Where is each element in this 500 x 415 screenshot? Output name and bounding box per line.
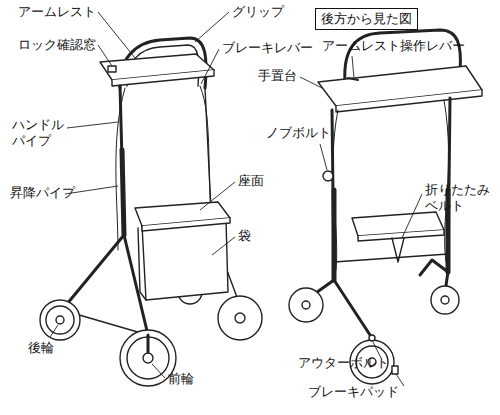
leader-line xyxy=(402,194,422,238)
seat-edge xyxy=(142,218,230,231)
part-label: 折りたたみベルト xyxy=(425,182,493,214)
leader-line xyxy=(352,56,354,78)
leader-line xyxy=(50,325,58,337)
part-label: 昇降パイプ xyxy=(10,185,75,201)
rear-wheel xyxy=(431,286,459,314)
leader-line xyxy=(152,364,165,378)
part-label: グリップ xyxy=(232,4,284,20)
part-label: アームレスト xyxy=(18,4,96,20)
bag xyxy=(142,220,228,300)
frame-pipe xyxy=(306,260,448,338)
part-label: ロック確認窓 xyxy=(18,37,96,53)
part-label: ブレーキレバー xyxy=(222,40,313,56)
seat-edge xyxy=(358,230,444,241)
wheel-rim xyxy=(46,306,74,334)
bag xyxy=(138,228,146,300)
part-label: アウターボルト xyxy=(298,355,389,371)
leader-line xyxy=(300,77,322,88)
view-caption-box: 後方から見た図 xyxy=(315,8,418,30)
part-label: 袋 xyxy=(238,228,251,244)
part-label: ハンドルパイプ xyxy=(12,117,67,149)
part-label: 座面 xyxy=(238,173,264,189)
part-label: アームレスト操作レバー xyxy=(322,38,465,54)
wheel-hub xyxy=(235,313,245,323)
part-label: 前輪 xyxy=(168,371,194,387)
rear-wheel xyxy=(289,288,323,322)
part-label: 手置台 xyxy=(258,68,297,84)
front-wheel xyxy=(120,330,176,386)
outer-bolt xyxy=(369,335,375,341)
front-wheel xyxy=(218,296,262,340)
part-label: ブレーキパッド xyxy=(308,384,399,400)
lift-pipe xyxy=(122,150,124,235)
wheel-hub xyxy=(302,301,310,309)
rear-wheel xyxy=(40,300,80,340)
wheel-hub xyxy=(143,353,153,363)
leader-line xyxy=(195,12,229,42)
armrest-edge xyxy=(112,70,214,86)
hand-rest-edge xyxy=(336,90,482,112)
leader-line xyxy=(200,182,235,210)
fork xyxy=(147,335,150,352)
handle-pipe xyxy=(120,86,124,235)
lock-window xyxy=(108,66,116,72)
leader-line xyxy=(98,45,112,66)
leader-line xyxy=(98,12,135,58)
leader-line xyxy=(320,144,327,170)
brake-pad xyxy=(392,366,398,374)
wheel-hub xyxy=(441,296,449,304)
part-label: 後輪 xyxy=(28,340,54,356)
cross-pipe xyxy=(334,254,448,262)
leader-lines xyxy=(50,12,422,386)
armrest-lever xyxy=(348,78,358,80)
knob-bolt xyxy=(323,171,333,181)
leader-line xyxy=(67,122,118,128)
leader-line xyxy=(201,49,219,84)
wheel-hub xyxy=(56,316,64,324)
part-label: ノブボルト xyxy=(266,125,331,141)
leader-line xyxy=(212,237,235,255)
view-caption: 後方から見た図 xyxy=(321,11,412,26)
